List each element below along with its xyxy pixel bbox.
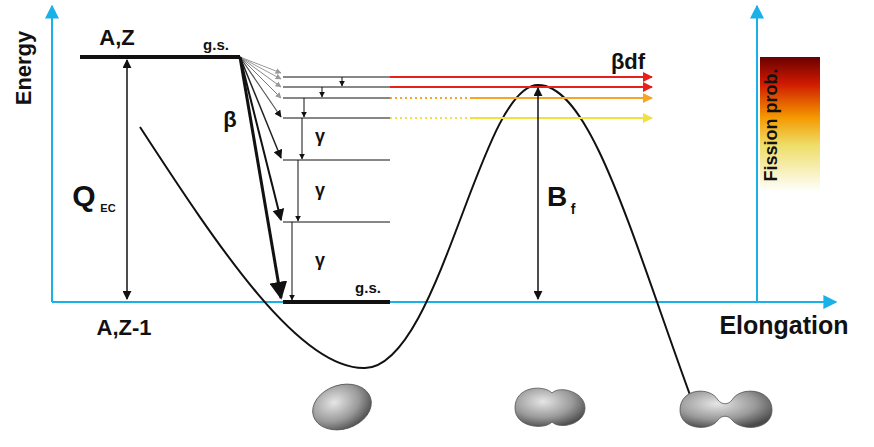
beta-arrow (240, 57, 281, 79)
state-label: g.s. (203, 37, 229, 52)
gamma-symbol: γ (315, 181, 325, 199)
level (283, 98, 390, 99)
deformed-nucleus (307, 377, 378, 437)
level (283, 160, 390, 161)
probability-gradient (760, 57, 820, 192)
fission-line (390, 76, 652, 78)
barrier-arrow (537, 88, 539, 299)
beta-arrows (240, 57, 281, 298)
fission-line (390, 117, 470, 119)
fission-line (390, 97, 470, 99)
gamma-symbol: γ (315, 127, 325, 145)
gamma-arrow (292, 222, 293, 300)
symbol: B (547, 183, 567, 211)
elongation-axis (52, 301, 836, 303)
subscript: EC (100, 203, 115, 214)
fission-barrier-curve (140, 85, 690, 395)
axis-title: Fission prob. (762, 68, 780, 181)
nucleus-label: A,Z-1 (97, 317, 152, 339)
level (283, 222, 390, 223)
daughter-levels (283, 77, 390, 302)
gamma-arrow (304, 98, 305, 117)
nucleus-label: A,Z (99, 27, 134, 49)
ground-level (283, 300, 390, 304)
fission-line (470, 117, 652, 119)
parent-level (80, 55, 240, 59)
gamma-arrow (322, 87, 323, 97)
level (283, 118, 390, 119)
subscript: f (571, 202, 576, 216)
fission-line (470, 97, 652, 99)
beta-arrow (240, 57, 281, 220)
gamma-arrow (302, 118, 303, 159)
probability-axis (756, 6, 758, 302)
energy-axis (51, 6, 53, 302)
fission-lines (390, 77, 652, 118)
gamma-symbol: γ (315, 251, 325, 269)
gamma-arrows (292, 77, 342, 300)
axis-title: Energy (13, 31, 35, 106)
axis-title: Elongation (719, 313, 848, 338)
axes (52, 6, 836, 302)
beta-arrow (240, 57, 281, 158)
beta-arrow (240, 57, 281, 298)
gamma-arrow (298, 160, 299, 221)
fission-line (390, 86, 652, 88)
level (283, 87, 390, 88)
level (283, 77, 390, 78)
process-label: βdf (611, 51, 645, 73)
symbol: Q (72, 181, 95, 211)
q-arrow (126, 60, 128, 299)
state-label: g.s. (355, 280, 381, 295)
elongated-nucleus (515, 388, 585, 426)
nucleus-shapes (307, 377, 772, 437)
gamma-arrow (342, 77, 343, 86)
decay-symbol: β (223, 109, 236, 131)
scissioning-nucleus (680, 391, 772, 427)
